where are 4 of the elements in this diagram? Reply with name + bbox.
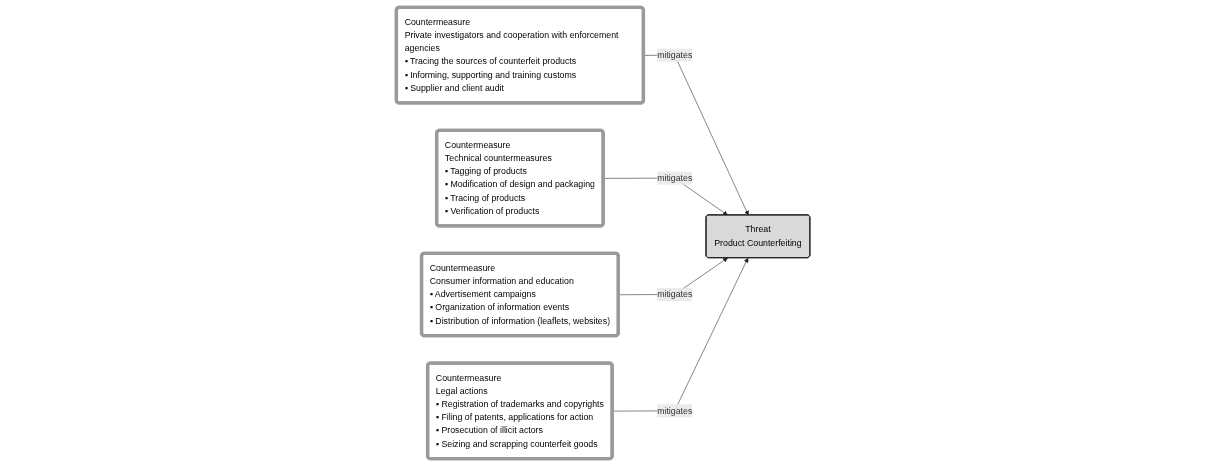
edge-label: mitigates <box>657 49 693 60</box>
edge-label: mitigates <box>657 405 693 415</box>
edge-label: mitigates <box>657 172 693 182</box>
edge-label: mitigates <box>657 289 693 299</box>
